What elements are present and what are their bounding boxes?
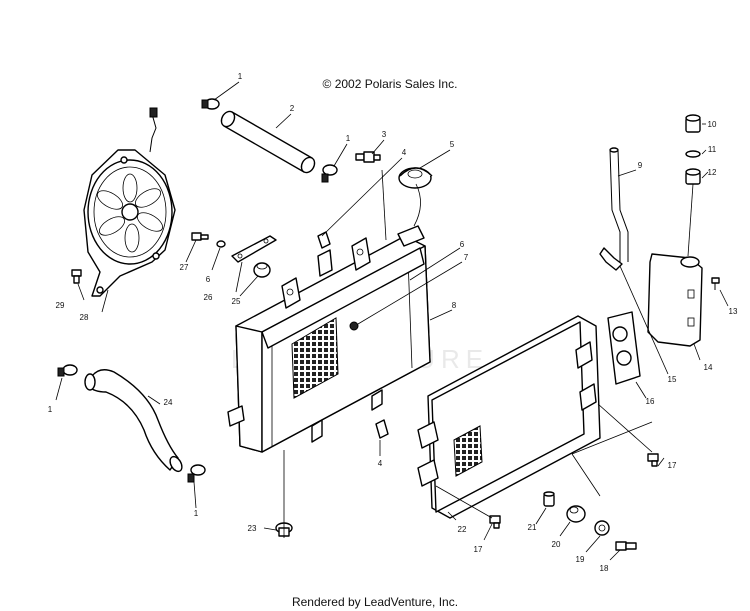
callout-label: 22 [458,525,467,534]
screw-13 [711,277,720,290]
reservoir-cap-10 [685,114,701,133]
washer-19 [594,520,610,536]
bolt-27 [191,232,209,241]
callout-label: 20 [552,540,561,549]
callout-label: 27 [180,263,189,272]
callout-label: 10 [708,120,717,129]
spacer-21 [543,491,555,507]
callout-label: 29 [56,301,65,310]
hose-clamp-bottom [187,464,206,483]
callout-labels: 1 2 1 3 4 5 6 7 8 9 10 11 12 13 14 15 16… [48,72,738,573]
callout-label: 1 [346,134,351,143]
bolt-17-right [647,453,659,467]
callout-label: 24 [164,398,173,407]
callout-label: 3 [382,130,387,139]
callout-label: 4 [378,459,383,468]
clip-4-upper [317,231,331,249]
callout-label: 16 [646,397,655,406]
callout-label: 14 [704,363,713,372]
o-ring-11 [685,150,701,158]
callout-label: 5 [450,140,455,149]
callout-label: 1 [48,405,53,414]
radiator-cap-5 [398,167,433,189]
hose-clamp-mid [321,164,338,183]
callout-label: 4 [402,148,407,157]
radiator-screen-22 [417,315,601,519]
bracket-26 [231,235,277,263]
clip-4-lower [375,419,389,439]
upper-hose-2 [220,110,316,174]
copyright-text: © 2002 Polaris Sales Inc. [323,77,458,91]
callout-label: 17 [668,461,677,470]
callout-label: 7 [464,253,469,262]
callout-label: 17 [474,545,483,554]
callout-label: 28 [80,313,89,322]
lower-hose-24 [84,369,183,473]
hose-clamp-left [57,364,78,377]
bolt-17-bottom [489,515,501,529]
callout-label: 11 [708,145,717,154]
callout-label: 15 [668,375,677,384]
fitting-3 [355,151,381,163]
leader-lines [55,81,729,561]
callout-label: 6 [460,240,465,249]
fan-blades [96,173,164,253]
callout-label: 2 [290,104,295,113]
radiator-8 [227,225,431,453]
callout-label: 26 [204,293,213,302]
adapter-12 [685,168,701,185]
fitting-15 [599,247,623,271]
coolant-reservoir-14 [647,253,703,347]
overflow-tube-9 [609,147,629,262]
footer-credit: Rendered by LeadVenture, Inc. [292,595,458,609]
grommet-25 [253,262,271,278]
callout-label: 21 [528,523,537,532]
callout-label: 1 [238,72,243,81]
callout-label: 13 [729,307,738,316]
callout-label: 23 [248,524,257,533]
callout-label: 1 [194,509,199,518]
callout-label: 8 [452,301,457,310]
grommet-20 [566,505,586,523]
callout-label: 19 [576,555,585,564]
bolt-18 [615,541,637,551]
hose-clamp-top [201,98,220,110]
callout-label: 25 [232,297,241,306]
callout-label: 9 [638,161,643,170]
washer-6-left [216,240,226,248]
callout-label: 6 [206,275,211,284]
callout-label: 12 [708,168,717,177]
callout-label: 18 [600,564,609,573]
mount-plate-16 [607,311,641,385]
cooling-fan-assembly [83,107,176,297]
bolt-29 [71,269,82,284]
